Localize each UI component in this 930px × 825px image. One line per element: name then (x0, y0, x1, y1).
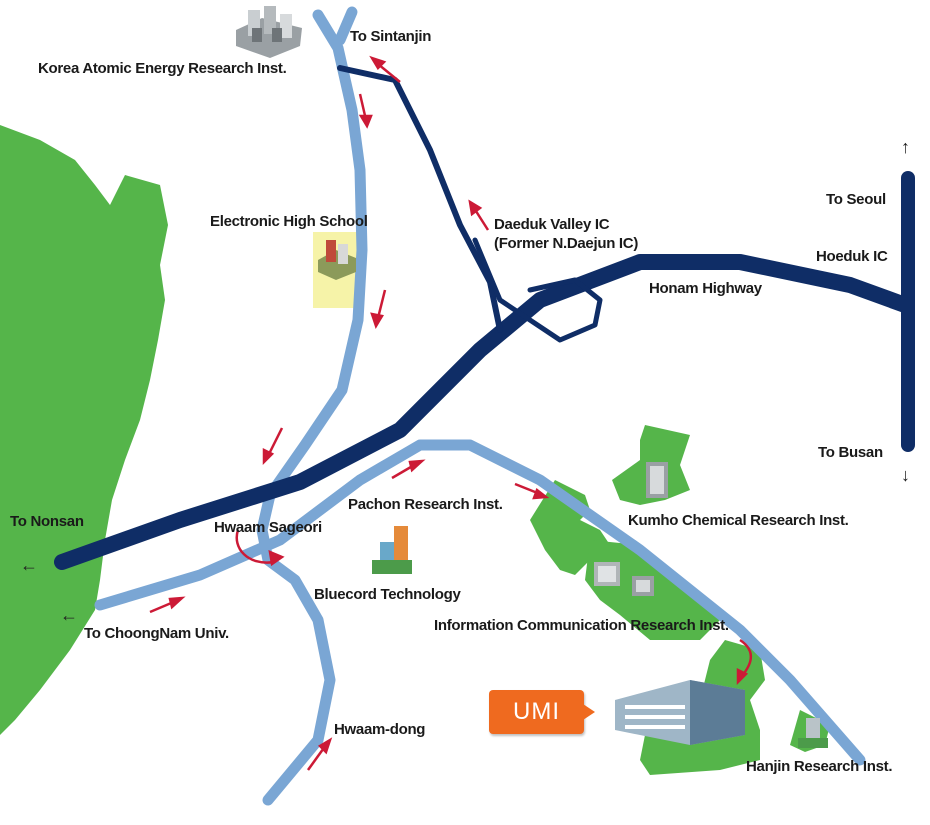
flow-arrow-4 (376, 289, 387, 319)
arrow-left-icon-nonsan: ← (20, 555, 38, 575)
arrow-left-icon-choongnam: ← (60, 605, 78, 625)
kumho-building-icon (646, 462, 668, 498)
label-hanjin: Hanjin Research Inst. (746, 758, 893, 775)
road-north-south (256, 9, 368, 806)
label-to-sintanjin: To Sintanjin (350, 28, 432, 45)
label-to-seoul: To Seoul (826, 191, 886, 208)
umi-building-icon (615, 680, 745, 745)
flow-arrow-1 (377, 63, 401, 83)
flow-arrow-hwaam-curve (235, 529, 275, 564)
green-land-west (0, 125, 168, 735)
label-daeduk-ic-line2: (Former N.Daejun IC) (494, 235, 639, 252)
honam-highway (54, 65, 913, 570)
label-info-comm: Information Communication Research Inst. (434, 617, 729, 634)
flow-arrows (149, 55, 752, 771)
label-to-busan: To Busan (818, 444, 883, 461)
korea-atomic-building-icon (236, 6, 302, 58)
label-electronic-high-school: Electronic High School (210, 213, 368, 230)
flow-arrow-5 (266, 427, 284, 457)
label-daeduk-ic-line1: Daeduk Valley IC (494, 216, 610, 233)
highway-north-branch (337, 65, 503, 333)
flow-arrow-umi-head (736, 667, 749, 686)
label-pachon: Pachon Research Inst. (348, 496, 503, 513)
arrow-down-icon: ↓ (901, 465, 910, 485)
flow-arrow-4-head (370, 312, 384, 329)
bluecord-building-icon (372, 526, 412, 574)
road-research-loop (94, 439, 866, 766)
etri-building-icon (594, 562, 654, 596)
label-hwaam-dong: Hwaam-dong (334, 721, 426, 738)
road-sintanjin-spur (334, 6, 358, 46)
umi-badge[interactable]: UMI (489, 690, 584, 734)
label-to-nonsan: To Nonsan (10, 513, 84, 530)
electronic-high-school-building-icon (318, 240, 356, 280)
label-kumho: Kumho Chemical Research Inst. (628, 512, 849, 529)
label-daeduk-ic: Daeduk Valley IC (Former N.Daejun IC) (494, 215, 638, 253)
highway-main (54, 254, 913, 570)
flow-arrow-6-head (408, 459, 426, 473)
label-to-choongnam: To ChoongNam Univ. (84, 625, 229, 642)
label-honam-highway: Honam Highway (649, 280, 762, 297)
flow-arrow-5-head (262, 447, 275, 466)
label-hwaam-sageori: Hwaam Sageori (214, 519, 322, 536)
flow-arrow-7-head (532, 487, 550, 500)
label-hoeduk-ic: Hoeduk IC (816, 248, 888, 265)
flow-arrow-2-head (358, 114, 373, 129)
umi-badge-pointer (583, 704, 595, 720)
label-korea-atomic: Korea Atomic Energy Research Inst. (38, 60, 287, 77)
highway-loop-ramp (472, 237, 603, 343)
flow-arrow-9-head (317, 737, 333, 755)
arrow-up-icon: ↑ (901, 137, 910, 157)
flow-arrow-1-head (369, 55, 387, 71)
hanjin-building-icon (798, 718, 828, 748)
label-bluecord: Bluecord Technology (314, 586, 461, 603)
local-roads (94, 6, 866, 806)
flow-arrow-hwaam-head (268, 549, 285, 567)
flow-arrow-8-head (168, 596, 186, 610)
flow-arrow-3-head (468, 199, 483, 217)
